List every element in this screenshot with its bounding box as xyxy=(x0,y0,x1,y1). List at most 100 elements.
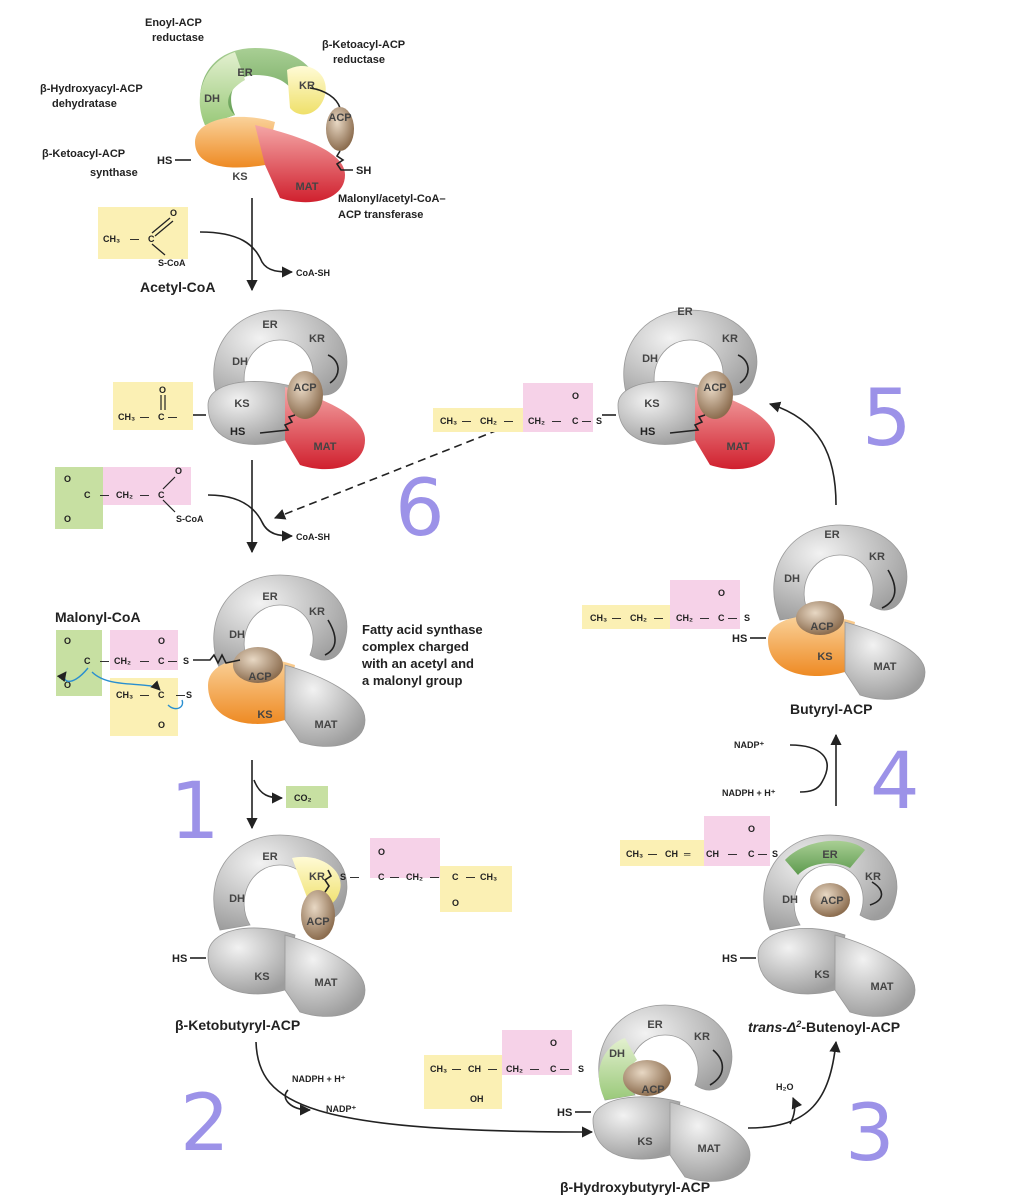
malonyl-coa-label: Malonyl-CoA xyxy=(55,609,141,625)
arrow-recycle xyxy=(273,429,499,520)
svg-text:ACP: ACP xyxy=(810,621,833,633)
svg-text:CH₂: CH₂ xyxy=(506,1064,523,1074)
svg-text:CH: CH xyxy=(665,849,678,859)
svg-text:MAT: MAT xyxy=(313,441,336,453)
svg-text:CH₂: CH₂ xyxy=(116,490,133,500)
svg-text:O: O xyxy=(158,720,165,730)
svg-text:ER: ER xyxy=(262,591,277,603)
svg-text:—: — xyxy=(612,613,621,623)
arrow-step5 xyxy=(768,401,837,506)
svg-text:KR: KR xyxy=(722,333,738,345)
acp-sh-chain xyxy=(335,150,353,171)
svg-text:C: C xyxy=(158,490,165,500)
step-number-5: 5 xyxy=(862,374,912,464)
arrow-step2 xyxy=(255,1041,594,1138)
fas-complex-translocated: ER DH KR KS MAT ACP HS xyxy=(602,306,775,470)
svg-text:KS: KS xyxy=(644,398,659,410)
svg-text:ER: ER xyxy=(262,851,277,863)
svg-text:KR: KR xyxy=(694,1031,710,1043)
er-label: ER xyxy=(237,67,252,79)
svg-text:—: — xyxy=(530,1064,539,1074)
svg-text:CH₂: CH₂ xyxy=(406,872,423,882)
svg-text:O: O xyxy=(64,474,71,484)
svg-text:ER: ER xyxy=(824,529,839,541)
svg-text:MAT: MAT xyxy=(697,1143,720,1155)
svg-text:—: — xyxy=(100,656,109,666)
svg-text:O: O xyxy=(572,391,579,401)
svg-text:C: C xyxy=(84,656,91,666)
svg-text:C: C xyxy=(148,234,155,244)
step-number-4: 4 xyxy=(870,737,920,827)
svg-text:C: C xyxy=(572,416,579,426)
svg-text:S: S xyxy=(186,690,192,700)
svg-text:CH₂: CH₂ xyxy=(480,416,497,426)
hydroxybutyryl-label: β-Hydroxybutyryl-ACP xyxy=(560,1179,710,1195)
fas-complex-hydroxybutyryl: ER DH KR KS MAT ACP HS xyxy=(557,1004,751,1182)
fas-complex-ketobutyryl: ER DH KR KS MAT ACP HS xyxy=(172,834,366,1017)
fas-complex-acetyl: ER DH KR KS MAT ACP HS S xyxy=(182,309,365,470)
svg-text:C: C xyxy=(452,872,459,882)
svg-text:—: — xyxy=(462,416,471,426)
svg-text:O: O xyxy=(748,824,755,834)
svg-text:KS: KS xyxy=(257,709,272,721)
butyryl-label: Butyryl-ACP xyxy=(790,701,872,717)
svg-text:S-CoA: S-CoA xyxy=(176,514,204,524)
svg-text:HS: HS xyxy=(172,953,187,965)
svg-text:—: — xyxy=(552,416,561,426)
fas-complex-butenoyl: ER DH KR KS MAT ACP HS xyxy=(722,834,916,1017)
svg-text:ACP: ACP xyxy=(703,382,726,394)
svg-text:C: C xyxy=(158,656,165,666)
svg-text:—: — xyxy=(140,656,149,666)
svg-text:ER: ER xyxy=(677,306,692,318)
svg-text:O: O xyxy=(158,636,165,646)
svg-text:DH: DH xyxy=(782,894,798,906)
svg-text:CH₃: CH₃ xyxy=(440,416,457,426)
svg-text:MAT: MAT xyxy=(314,977,337,989)
fas-complex-colored: ER DH KR KS MAT ACP SH HS xyxy=(157,48,371,203)
svg-text:O: O xyxy=(718,588,725,598)
acetyl-coa-label: Acetyl-CoA xyxy=(140,279,215,295)
svg-text:CH: CH xyxy=(468,1064,481,1074)
charged-caption-2: complex charged xyxy=(362,639,469,654)
fas-complex-charged: ER DH KR KS MAT ACP xyxy=(208,574,366,747)
dh-domain xyxy=(199,52,245,125)
svg-text:O: O xyxy=(175,466,182,476)
svg-text:HS: HS xyxy=(722,953,737,965)
svg-text:C: C xyxy=(84,490,91,500)
svg-text:S: S xyxy=(772,849,778,859)
svg-text:NADP⁺: NADP⁺ xyxy=(326,1104,357,1114)
svg-text:ER: ER xyxy=(647,1019,662,1031)
kr-domain xyxy=(287,66,326,115)
svg-text:CH₂: CH₂ xyxy=(630,613,647,623)
svg-text:DH: DH xyxy=(609,1048,625,1060)
label-dehydratase-1: β-Hydroxyacyl-ACP xyxy=(40,83,143,95)
label-transferase-2: ACP transferase xyxy=(338,209,423,221)
svg-text:CoA-SH: CoA-SH xyxy=(296,532,330,542)
svg-text:CH₃: CH₃ xyxy=(430,1064,447,1074)
svg-text:—: — xyxy=(728,613,737,623)
svg-text:MAT: MAT xyxy=(314,719,337,731)
svg-text:—: — xyxy=(758,849,767,859)
svg-text:—: — xyxy=(648,849,657,859)
svg-text:ACP: ACP xyxy=(248,671,271,683)
svg-text:KS: KS xyxy=(814,969,829,981)
svg-text:S: S xyxy=(578,1064,584,1074)
hs-label: HS xyxy=(157,155,172,167)
step-number-3: 3 xyxy=(845,1089,895,1179)
mat-domain xyxy=(255,125,345,203)
svg-text:CH₃: CH₃ xyxy=(480,872,497,882)
svg-text:—: — xyxy=(350,872,359,882)
svg-text:KS: KS xyxy=(817,651,832,663)
svg-text:O: O xyxy=(452,898,459,908)
svg-text:KS: KS xyxy=(234,398,249,410)
svg-text:O: O xyxy=(64,636,71,646)
svg-text:DH: DH xyxy=(642,353,658,365)
svg-text:MAT: MAT xyxy=(870,981,893,993)
svg-text:DH: DH xyxy=(232,356,248,368)
svg-text:CH₂: CH₂ xyxy=(676,613,693,623)
svg-text:—: — xyxy=(100,490,109,500)
svg-text:CH: CH xyxy=(706,849,719,859)
svg-text:—: — xyxy=(452,1064,461,1074)
svg-text:NADP⁺: NADP⁺ xyxy=(734,740,765,750)
